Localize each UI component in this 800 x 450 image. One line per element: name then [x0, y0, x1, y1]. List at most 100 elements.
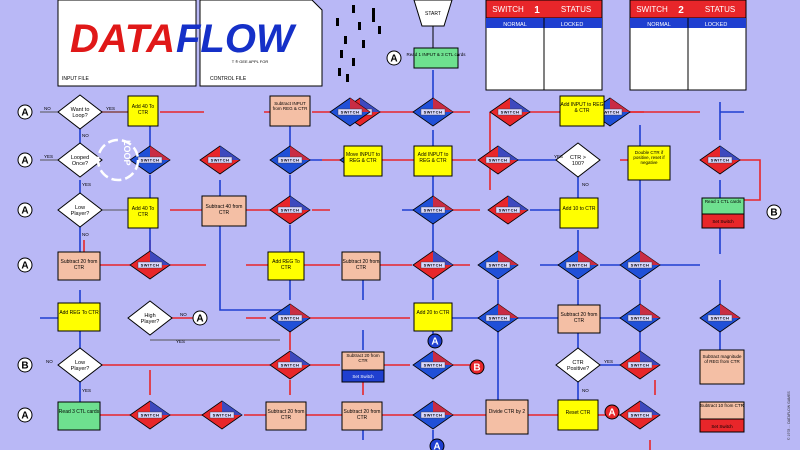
green-boxes: Read 3 CTL cards Read 1 CTL cards Set Sw…: [57, 197, 745, 431]
loop-text: LOOP: [122, 140, 132, 166]
switch-label: SWITCH: [424, 363, 443, 368]
no-label: NO: [582, 388, 589, 393]
svg-text:A: A: [608, 408, 615, 419]
switch-diamond: SWITCH: [619, 400, 661, 430]
switch-label: SWITCH: [499, 208, 518, 213]
yes-label: YES: [82, 182, 91, 187]
switch-label: SWITCH: [281, 363, 300, 368]
switch-label: SWITCH: [424, 263, 443, 268]
switch-label: SWITCH: [569, 263, 588, 268]
add40-box-b: Add 40 To CTR: [127, 197, 159, 229]
add-input-box-2: Add INPUT to REG & CTR: [559, 95, 605, 127]
reset-ctr-box: Reset CTR: [557, 399, 599, 431]
svg-text:SWITCH: SWITCH: [492, 5, 524, 14]
switch-diamond: SWITCH: [557, 250, 599, 280]
add20-box: Add 20 to CTR: [413, 302, 453, 332]
start-node: START: [413, 0, 453, 27]
switch-diamond: SWITCH: [269, 195, 311, 225]
svg-text:B: B: [770, 208, 777, 219]
svg-text:Looped: Looped: [71, 155, 89, 161]
switch-label: SWITCH: [281, 208, 300, 213]
switch-diamond: SWITCH: [477, 250, 519, 280]
add10-box: Add 10 to CTR: [559, 197, 599, 229]
switch-label: SWITCH: [631, 316, 650, 321]
switch-diamond: SWITCH: [699, 303, 741, 333]
switch-diamond: SWITCH: [269, 303, 311, 333]
svg-text:B: B: [473, 363, 480, 374]
switch-diamond: SWITCH: [412, 400, 454, 430]
switch-diamond: SWITCH: [477, 145, 519, 175]
switch-diamond: SWITCH: [412, 350, 454, 380]
switch-diamond: SWITCH: [619, 250, 661, 280]
switch-label: SWITCH: [711, 316, 730, 321]
svg-text:Set Switch: Set Switch: [352, 374, 374, 379]
add-input-box-1: Add INPUT to REG & CTR: [413, 145, 453, 177]
yes-label: YES: [176, 339, 185, 344]
switch-diamond: SWITCH: [201, 400, 243, 430]
divide-box: Divide CTR by 2: [485, 399, 529, 435]
sub20-right-box: Subtract 20 from CTR: [557, 304, 601, 334]
connector-a: A: [192, 310, 208, 326]
connector-b: B: [766, 204, 782, 220]
salmon-boxes: Subtract 20 from CTR Subtract INPUT from…: [57, 95, 745, 435]
svg-text:A: A: [390, 54, 397, 65]
sub20-set-box: Subtract 20 from CTR Set Switch: [341, 351, 385, 383]
switch-label: SWITCH: [281, 158, 300, 163]
switch-label: SWITCH: [601, 110, 620, 115]
switch-diamond: SWITCH: [269, 145, 311, 175]
punch-holes: [336, 5, 381, 82]
switch-label: SWITCH: [211, 158, 230, 163]
switch-diamond: SWITCH: [489, 97, 531, 127]
no-label: NO: [82, 133, 89, 138]
svg-text:100?: 100?: [572, 161, 584, 167]
sub20-mid-box: Subtract 20 from CTR: [341, 251, 381, 281]
yes-label: YES: [554, 154, 563, 159]
read3-box: Read 3 CTL cards: [57, 401, 101, 431]
connector-a: A: [386, 50, 402, 66]
sub20-bottom2-box: Subtract 20 from CTR: [341, 401, 383, 431]
switch-label: SWITCH: [213, 413, 232, 418]
switch-diamond: SWITCH: [269, 350, 311, 380]
svg-text:1: 1: [534, 5, 540, 16]
switch-label: SWITCH: [341, 110, 360, 115]
switch-label: SWITCH: [281, 316, 300, 321]
switch-diamond: SWITCH: [329, 97, 371, 127]
svg-text:B: B: [21, 361, 28, 372]
input-file-card: INPUT FILE: [57, 0, 197, 87]
logo-data-text: DATA: [70, 17, 175, 61]
switch-diamond: SWITCH: [129, 250, 171, 280]
sub20-bottom-box: Subtract 20 from CTR: [265, 401, 307, 431]
switch-label: SWITCH: [489, 263, 508, 268]
side-credit: © 1978 ... DATAFLOW GAMES: [787, 391, 791, 440]
control-file-card: CONTROL FILE: [199, 0, 323, 87]
switch-label: SWITCH: [631, 263, 650, 268]
logo-flow-text: FLOW: [176, 17, 297, 61]
svg-text:Player?: Player?: [141, 319, 160, 325]
double-ctr-box: Double CTR if positive, reset if negativ…: [627, 145, 671, 181]
svg-text:High: High: [144, 313, 155, 319]
svg-text:A: A: [196, 314, 203, 325]
svg-text:A: A: [21, 411, 28, 422]
decision-diamonds: Want toLoop?LoopedOnce?LowPlayer?HighPla…: [57, 94, 601, 383]
switch-diamond: SWITCH: [477, 303, 519, 333]
svg-text:A: A: [21, 261, 28, 272]
svg-text:Set Switch: Set Switch: [712, 219, 734, 224]
logo-tagline: T ® GEE APPL FOR: [232, 59, 269, 64]
loop-ring: LOOP: [96, 138, 140, 182]
no-label: NO: [44, 106, 51, 111]
switch-label: SWITCH: [631, 363, 650, 368]
switch-diamond: SWITCH: [129, 145, 171, 175]
switch-label: SWITCH: [141, 158, 160, 163]
switch-label: SWITCH: [489, 316, 508, 321]
sub20-left-box: Subtract 20 from CTR: [57, 251, 101, 281]
sub10-box: Subtract 10 from CTR Set Switch: [699, 401, 745, 433]
switch-diamond: SWITCH: [199, 145, 241, 175]
svg-text:A: A: [433, 442, 440, 450]
svg-text:Player?: Player?: [71, 211, 90, 217]
